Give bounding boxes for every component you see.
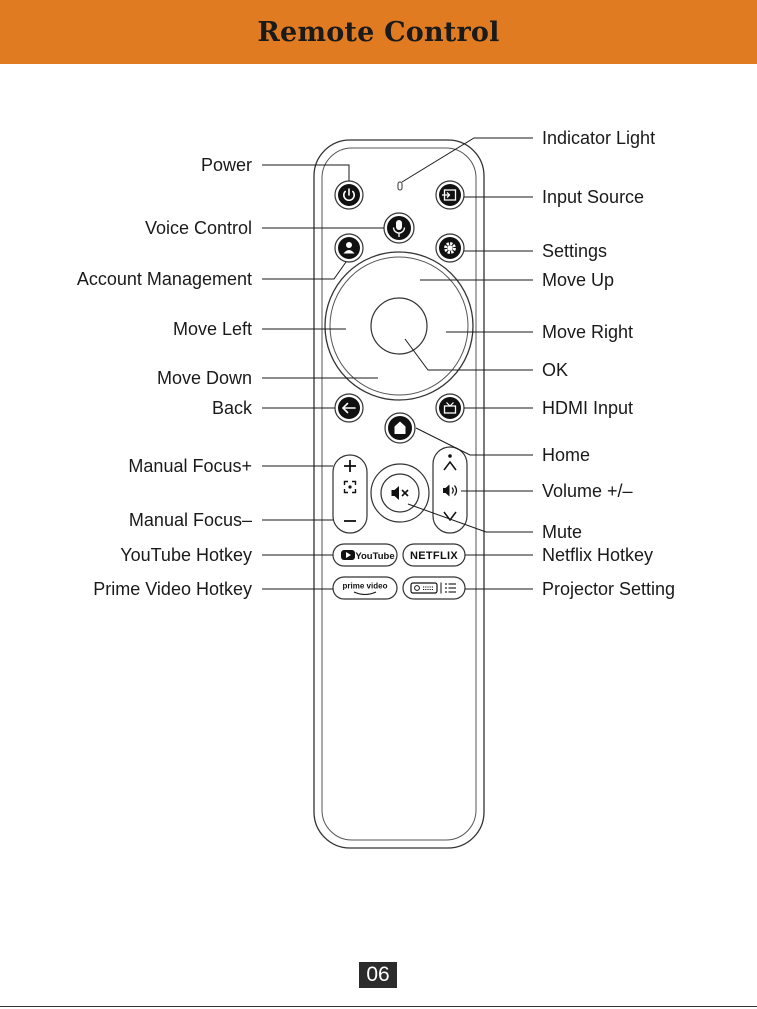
label-prime-video-hotkey: Prime Video Hotkey [93,579,252,599]
label-manual-focus-plus: Manual Focus+ [128,456,252,476]
label-mute: Mute [542,522,582,542]
netflix-button: NETFLIX [403,544,465,566]
mute-icon [392,486,400,500]
label-home: Home [542,445,590,465]
smile-icon [354,592,376,595]
input-source-button [436,181,464,209]
netflix-text: NETFLIX [410,550,458,562]
power-button [335,181,363,209]
voice-button [384,213,414,243]
footer-divider [0,1006,757,1007]
hdmi-button [436,394,464,422]
label-move-up: Move Up [542,270,614,290]
prime-video-button: prime video [333,577,397,599]
back-button [335,394,363,422]
youtube-text: YouTube [355,551,394,562]
ok-button [371,298,427,354]
label-voice-control: Voice Control [145,218,252,238]
label-youtube-hotkey: YouTube Hotkey [120,545,252,565]
leader-lines-right [402,138,533,589]
label-manual-focus-minus: Manual Focus– [129,510,252,530]
label-account-management: Account Management [77,269,252,289]
leader-lines-left [262,165,384,589]
focus-rocker [333,455,367,533]
prime-text: prime video [343,582,388,591]
label-volume: Volume +/– [542,481,633,501]
account-button [335,234,363,262]
label-power: Power [201,155,252,175]
label-back: Back [212,398,252,418]
indicator-light [398,182,402,190]
label-move-down: Move Down [157,368,252,388]
label-settings: Settings [542,241,607,261]
list-icon [445,583,456,593]
home-button [385,413,415,443]
volume-up-icon [444,462,456,470]
label-input-source: Input Source [542,187,644,207]
label-indicator-light: Indicator Light [542,128,655,148]
projector-setting-button [403,577,465,599]
label-hdmi-input: HDMI Input [542,398,633,418]
page-number: 06 [359,962,397,988]
settings-button [436,234,464,262]
person-icon [346,242,352,248]
youtube-button: YouTube [333,544,397,566]
label-netflix-hotkey: Netflix Hotkey [542,545,653,565]
label-projector-setting: Projector Setting [542,579,675,599]
volume-rocker [433,447,467,533]
speaker-icon [443,485,450,497]
label-move-left: Move Left [173,319,252,339]
microphone-icon [396,220,402,230]
label-ok: OK [542,360,568,380]
label-move-right: Move Right [542,322,633,342]
mute-button [371,464,429,522]
